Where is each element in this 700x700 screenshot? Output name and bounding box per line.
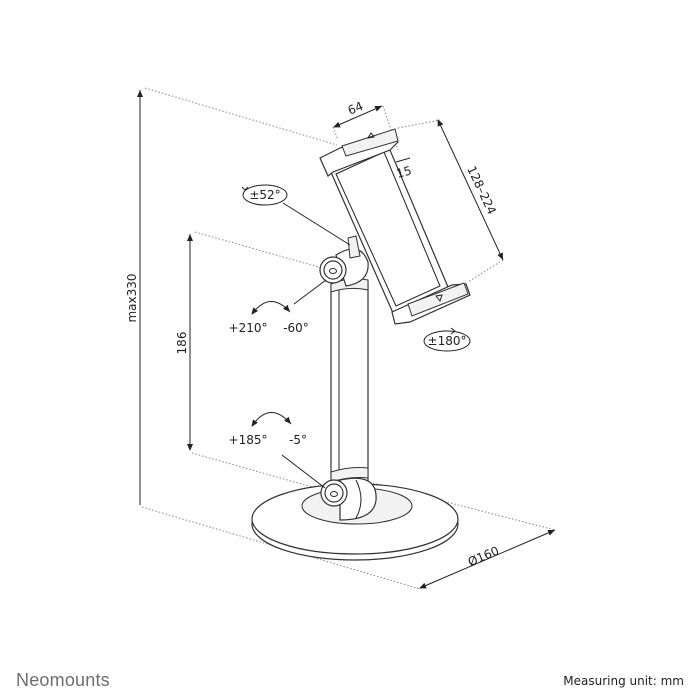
- stand-pole: [330, 278, 369, 495]
- upper-joint: [319, 235, 369, 287]
- rotate-annotation: ±180°: [423, 327, 471, 352]
- clamp-depth-line: [395, 157, 411, 163]
- base-diameter-label: Ø160: [466, 544, 501, 570]
- tablet-range-dimension-line: [437, 119, 504, 261]
- rotate-label: ±180°: [428, 334, 467, 348]
- tilt-label: ±52°: [249, 188, 280, 202]
- clamp-depth-label: 15: [395, 163, 413, 180]
- pole-height-label: 186: [175, 332, 189, 355]
- measuring-unit-note: Measuring unit: mm: [563, 674, 684, 688]
- tablet-holder: [319, 128, 471, 325]
- lower-joint: [320, 477, 377, 521]
- lower-joint-annotation: +185° -5°: [229, 412, 326, 489]
- upper-joint-minus-label: -60°: [283, 321, 309, 335]
- lower-joint-minus-label: -5°: [289, 433, 307, 447]
- upper-joint-plus-label: +210°: [229, 321, 268, 335]
- upper-joint-annotation: +210° -60°: [229, 279, 327, 335]
- max-height-label: max330: [125, 273, 139, 322]
- clamp-width-label: 64: [346, 99, 365, 118]
- tilt-annotation: ±52°: [241, 184, 351, 246]
- clamp-width-dimension-line: [333, 105, 383, 128]
- lower-joint-plus-label: +185°: [229, 433, 268, 447]
- tablet-range-label: 128–224: [464, 164, 499, 217]
- base-diameter-dimension-line: [419, 529, 556, 589]
- brand-logo: Neomounts: [16, 670, 110, 690]
